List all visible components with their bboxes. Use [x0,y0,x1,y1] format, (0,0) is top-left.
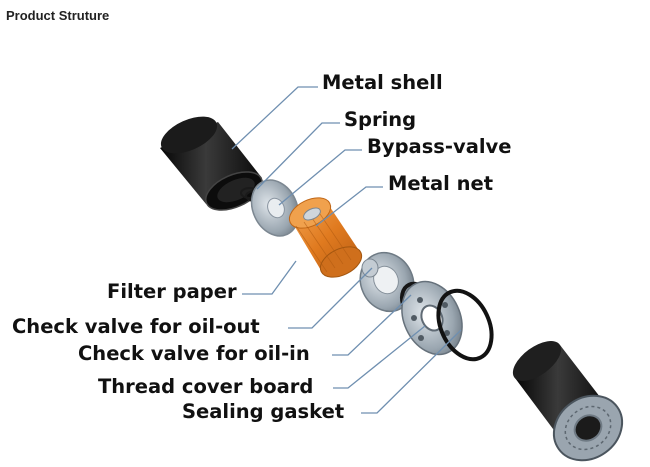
leader-metal-net [315,186,383,227]
assembled-filter [512,341,624,462]
leader-bypass-valve [278,149,362,206]
label-check-valve-oil-out: Check valve for oil-out [12,315,260,338]
metal-shell-part [160,116,263,211]
label-metal-shell: Metal shell [322,71,443,94]
page-title: Product Struture [6,8,110,23]
thread-cover-board-part [401,280,463,356]
leader-filter-paper [242,260,297,295]
metal-net-part [303,207,321,221]
label-filter-paper: Filter paper [107,280,237,303]
leader-check-valve-oil-in [332,294,412,356]
label-sealing-gasket: Sealing gasket [182,400,345,423]
label-metal-net: Metal net [388,172,494,195]
leader-thread-cover-board [333,325,426,389]
leader-sealing-gasket [361,329,462,414]
leader-check-valve-oil-out [288,267,373,329]
leader-spring [256,122,340,190]
leader-metal-shell [231,86,318,150]
leader-lines [231,86,462,414]
label-thread-cover-board: Thread cover board [98,375,314,398]
label-bypass-valve: Bypass-valve [367,135,512,158]
bypass-valve-part [250,179,300,237]
label-spring: Spring [344,108,417,131]
label-check-valve-oil-in: Check valve for oil-in [78,342,310,365]
sealing-gasket-part [436,288,494,362]
